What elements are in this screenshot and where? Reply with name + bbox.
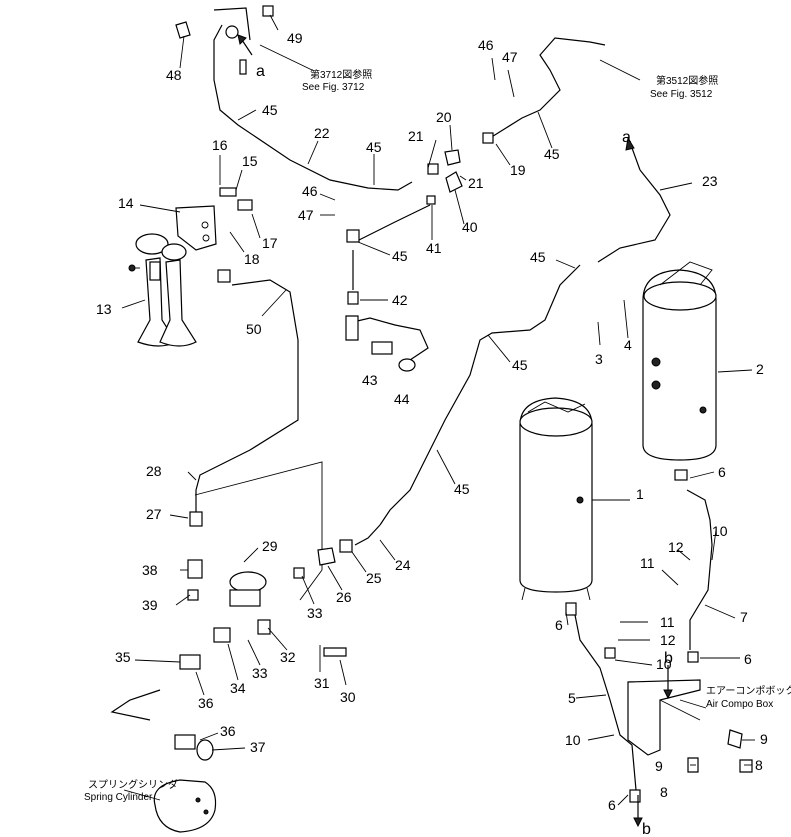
label-28: 28 [146, 463, 162, 479]
label-21: 21 [408, 128, 424, 144]
label-9: 9 [655, 758, 663, 774]
label-6: 6 [718, 464, 726, 480]
label-24: 24 [395, 557, 411, 573]
air-tank-2 [642, 261, 717, 461]
part-number-labels: 1 2 3 4 5 6 6 6 6 7 8 8 9 9 10 10 10 11 … [96, 30, 768, 813]
label-2: 2 [756, 361, 764, 377]
reference-letters: a a b b [256, 63, 673, 837]
label-27: 27 [146, 506, 162, 522]
label-17: 17 [262, 235, 278, 251]
label-11: 11 [640, 555, 655, 571]
label-35: 35 [115, 649, 131, 665]
note-fig3712-en: See Fig. 3712 [302, 82, 365, 93]
spring-cylinder [153, 779, 217, 833]
label-12: 12 [668, 539, 684, 555]
air-tank-1 [519, 397, 593, 601]
label-1: 1 [636, 486, 644, 502]
label-20: 20 [436, 109, 452, 125]
label-19: 19 [510, 162, 526, 178]
ref-b-mid: b [664, 650, 673, 667]
note-fig3512-jp: 第3512図参照 [656, 74, 718, 87]
leader-lines [121, 14, 755, 806]
label-42: 42 [392, 292, 408, 308]
label-4: 4 [624, 337, 632, 353]
label-46: 46 [478, 37, 494, 53]
label-18: 18 [244, 251, 260, 267]
label-11: 11 [660, 614, 675, 630]
label-39: 39 [142, 597, 158, 613]
label-5: 5 [568, 690, 576, 706]
label-46: 46 [302, 183, 318, 199]
label-23: 23 [702, 173, 718, 189]
note-fig3712-jp: 第3712図参照 [310, 68, 372, 81]
ref-b-bottom: b [642, 821, 651, 837]
label-45: 45 [262, 102, 278, 118]
pipe-routes [110, 7, 713, 791]
label-7: 7 [740, 609, 748, 625]
label-48: 48 [166, 67, 182, 83]
label-9: 9 [760, 731, 768, 747]
label-10: 10 [712, 523, 728, 539]
label-12: 12 [660, 632, 676, 648]
label-37: 37 [250, 739, 266, 755]
air-compo-box-bracket [627, 679, 701, 756]
label-32: 32 [280, 649, 296, 665]
label-13: 13 [96, 301, 112, 317]
label-36: 36 [220, 723, 236, 739]
label-50: 50 [246, 321, 262, 337]
note-spring-en: Spring Cylinder [84, 792, 153, 803]
label-15: 15 [242, 153, 258, 169]
note-aircompo-en: Air Compo Box [706, 699, 773, 710]
label-33: 33 [307, 605, 323, 621]
label-25: 25 [366, 570, 382, 586]
label-40: 40 [462, 219, 478, 235]
label-16: 16 [212, 137, 228, 153]
label-6: 6 [555, 617, 563, 633]
label-26: 26 [336, 589, 352, 605]
label-45: 45 [544, 146, 560, 162]
label-45: 45 [392, 248, 408, 264]
reference-notes: 第3712図参照 See Fig. 3712 第3512図参照 See Fig.… [84, 68, 791, 803]
air-horn [128, 233, 197, 347]
label-10: 10 [656, 656, 672, 672]
label-33: 33 [252, 665, 268, 681]
label-41: 41 [426, 240, 442, 256]
label-43: 43 [362, 372, 378, 388]
note-fig3512-en: See Fig. 3512 [650, 89, 713, 100]
label-3: 3 [595, 351, 603, 367]
label-45: 45 [454, 481, 470, 497]
label-14: 14 [118, 195, 134, 211]
label-6: 6 [744, 651, 752, 667]
label-45: 45 [512, 357, 528, 373]
outline-block [194, 461, 323, 601]
label-6: 6 [608, 797, 616, 813]
label-47: 47 [502, 49, 518, 65]
reference-arrows [237, 34, 673, 828]
label-8: 8 [755, 757, 763, 773]
label-29: 29 [262, 538, 278, 554]
fittings [174, 5, 753, 803]
label-10: 10 [565, 732, 581, 748]
label-45: 45 [530, 249, 546, 265]
label-30: 30 [340, 689, 356, 705]
note-spring-jp: スプリングシリンダ [88, 778, 178, 791]
label-44: 44 [394, 391, 410, 407]
horn-bracket [175, 205, 217, 251]
label-8: 8 [660, 784, 668, 800]
label-45: 45 [366, 139, 382, 155]
label-31: 31 [314, 675, 330, 691]
label-22: 22 [314, 125, 330, 141]
label-38: 38 [142, 562, 158, 578]
note-aircompo-jp: エアーコンポボックス [706, 685, 791, 697]
ref-a-top: a [256, 63, 265, 80]
ref-a-right: a [622, 129, 631, 146]
label-21: 21 [468, 175, 484, 191]
label-47: 47 [298, 207, 314, 223]
label-36: 36 [198, 695, 214, 711]
label-49: 49 [287, 30, 303, 46]
label-34: 34 [230, 680, 246, 696]
